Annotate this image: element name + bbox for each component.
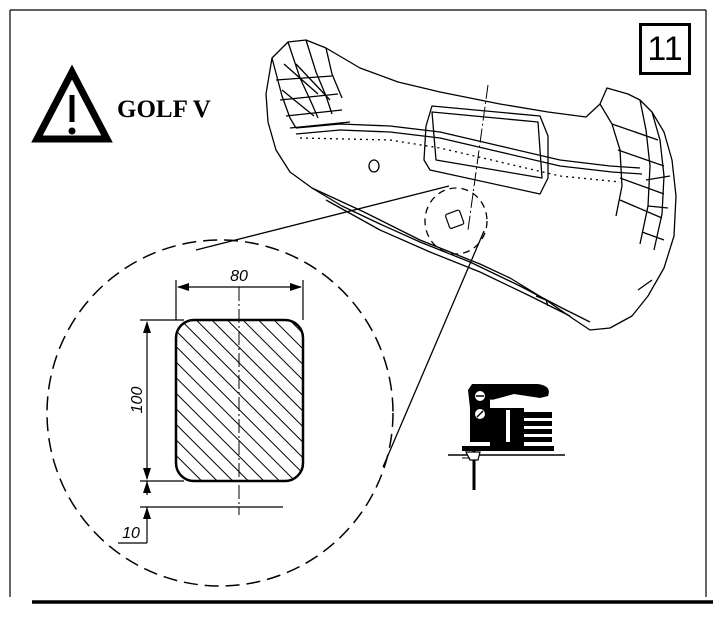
leader-line-lower (382, 230, 485, 468)
jigsaw-icon (448, 384, 565, 490)
offset-label: 10 (122, 525, 140, 542)
page-number: 11 (639, 23, 691, 75)
model-label: GOLF V (117, 96, 211, 123)
page-frame (9, 9, 713, 604)
width-label: 80 (230, 268, 248, 285)
height-dimension (140, 319, 184, 482)
offset-dimension (118, 481, 283, 544)
warning-triangle-icon (31, 64, 113, 143)
detail-circle (46, 239, 394, 587)
cutout-location-marker (424, 187, 488, 255)
rear-bumper-drawing (265, 39, 677, 331)
height-label: 100 (129, 387, 146, 414)
leader-line-upper (195, 185, 450, 251)
bumper-centerline (467, 84, 489, 231)
width-dimension (175, 280, 304, 320)
